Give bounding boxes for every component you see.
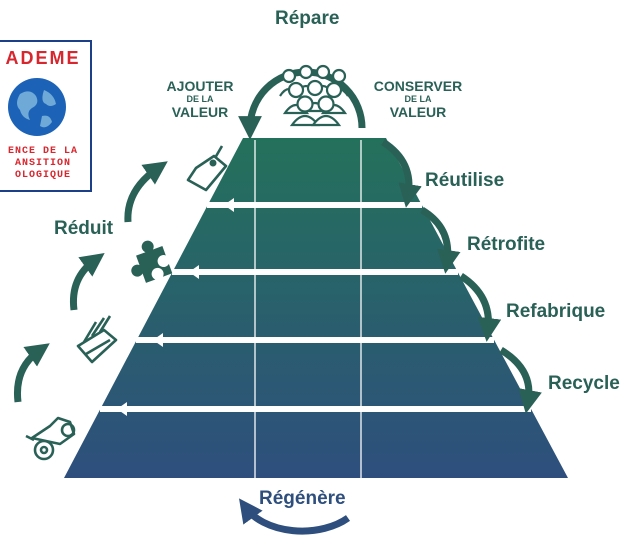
puzzle-piece-icon [131,240,173,283]
tractor-icon [25,416,76,461]
label-recycle: Recycle [548,373,620,394]
arrow-to-refabrique [459,273,502,342]
left-caption-line-1: AJOUTER [166,78,234,94]
logo-tagline: ENCE DE LA ANSITION OLOGIQUE [0,146,90,182]
label-reduit: Réduit [54,218,114,239]
factory-icon [76,315,118,364]
level-arrowheads [117,198,234,416]
label-repare: Répare [275,8,340,29]
logo-name: ADEME [5,48,81,68]
left-caption: AJOUTER DE LA VALEUR [158,78,242,120]
logo-tagline-line-2: ANSITION [14,158,71,169]
logo-tagline-line-1: ENCE DE LA [7,146,78,157]
left-caption-line-3: VALEUR [171,104,229,120]
left-side-arrows [13,161,168,403]
label-reutilise: Réutilise [425,170,505,191]
arrow-puzzle-to-tag [124,161,168,223]
label-refabrique: Refabrique [506,301,606,322]
left-caption-line-2: DE LA [186,94,214,104]
pyramid-level-separators [100,202,531,412]
right-caption-line-3: VALEUR [389,104,447,120]
globe-icon [8,78,66,136]
right-caption-line-1: CONSERVER [373,78,463,94]
right-caption: CONSERVER DE LA VALEUR [366,78,470,120]
people-group-icon [279,64,349,127]
arrow-factory-to-puzzle [69,253,105,311]
label-regenere: Régénère [259,488,346,509]
label-retrofite: Rétrofite [467,234,546,255]
logo-tagline-line-3: OLOGIQUE [14,170,71,181]
price-tag-icon [186,145,228,192]
arrow-tractor-to-factory [13,343,50,403]
right-caption-line-2: DE LA [404,94,432,104]
right-side-arrows [381,139,542,414]
pyramid-column-separators [254,140,362,478]
arrow-to-recycle [499,347,542,414]
arrow-to-retrofite [420,206,461,274]
regenere-arrow [239,498,351,535]
pyramid [64,138,568,478]
arrow-to-reutilise [381,139,422,208]
ademe-logo: ADEME ENCE DE LA ANSITION OLOGIQUE [0,40,92,192]
